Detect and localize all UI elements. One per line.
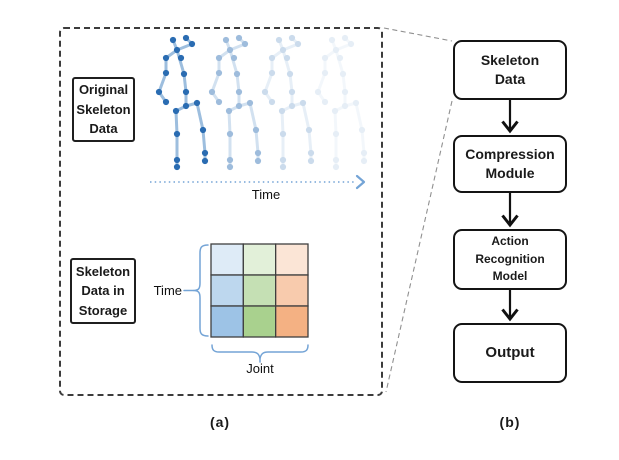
flow-box-compression-module: Compression Module <box>453 135 567 193</box>
matrix-grid <box>210 243 309 338</box>
matrix-cell <box>210 243 244 276</box>
matrix-cell <box>242 243 277 276</box>
panel-a-dashed-frame <box>59 27 383 396</box>
flow-box-skeleton-data: Skeleton Data <box>453 40 567 100</box>
flow-arrow-3 <box>501 290 519 322</box>
arrow-down-icon <box>501 308 519 322</box>
flow-arrow-1 <box>501 100 519 134</box>
original-skeleton-data-label: Original Skeleton Data <box>72 77 135 142</box>
matrix-joint-label: Joint <box>246 361 274 376</box>
callout-line-bottom <box>385 100 453 393</box>
matrix-time-label: Time <box>153 283 182 298</box>
time-axis-label: Time <box>251 187 281 202</box>
panel-b-caption: (b) <box>499 414 521 430</box>
matrix-cell <box>275 243 309 276</box>
flow-arrow-2 <box>501 193 519 228</box>
matrix-cell <box>275 305 309 338</box>
panel-a-caption: (a) <box>209 414 231 430</box>
arrow-down-icon <box>501 120 519 134</box>
arrow-down-icon <box>501 214 519 228</box>
flow-box-action-recognition-model: Action Recognition Model <box>453 229 567 290</box>
flow-box-output: Output <box>453 323 567 383</box>
time-arrowhead-icon <box>355 174 366 190</box>
skeleton-data-in-storage-label: Skeleton Data in Storage <box>70 258 136 324</box>
callout-line-top <box>383 27 453 42</box>
matrix-cell <box>242 305 277 338</box>
